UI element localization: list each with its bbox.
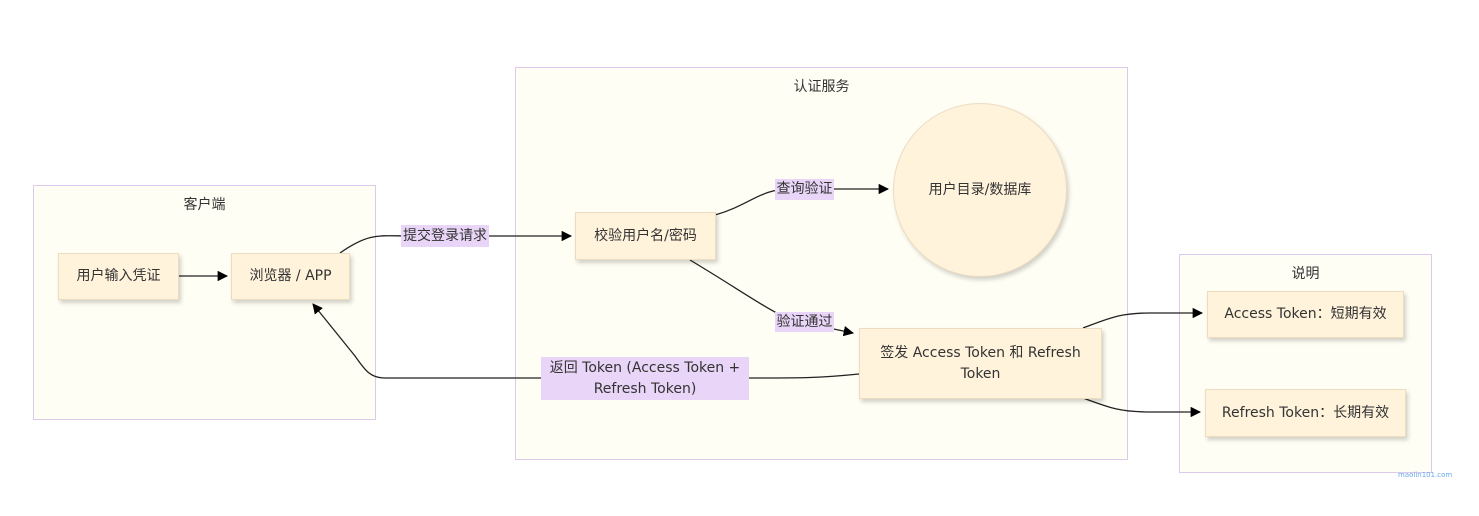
watermark: maolin101.com xyxy=(1398,471,1453,479)
node-refresh-token-note[interactable]: Refresh Token：长期有效 xyxy=(1205,389,1406,437)
node-browser-app[interactable]: 浏览器 / APP xyxy=(231,253,350,300)
edge-return-tokens xyxy=(312,303,860,379)
node-input-credentials[interactable]: 用户输入凭证 xyxy=(58,253,179,300)
node-user-directory[interactable]: 用户目录/数据库 xyxy=(893,103,1067,277)
cluster-title: 客户端 xyxy=(183,197,226,213)
cluster-title: 认证服务 xyxy=(793,79,850,95)
cluster-client: 客户端 xyxy=(33,185,376,420)
node-verify-credentials[interactable]: 校验用户名/密码 xyxy=(575,212,716,260)
edge-label-submit-login: 提交登录请求 xyxy=(401,225,489,247)
edge-to-access-note xyxy=(1082,307,1204,329)
node-access-token-note[interactable]: Access Token：短期有效 xyxy=(1207,291,1404,338)
edge-label-query-verify: 查询验证 xyxy=(775,179,834,200)
node-issue-tokens[interactable]: 签发 Access Token 和 Refresh Token xyxy=(859,328,1102,399)
edge-to-refresh-note xyxy=(1082,397,1202,418)
edge-label-verify-passed: 验证通过 xyxy=(775,312,834,332)
cluster-title: 说明 xyxy=(1291,266,1320,282)
edge-label-return-tokens: 返回 Token (Access Token + Refresh Token) xyxy=(541,357,749,400)
